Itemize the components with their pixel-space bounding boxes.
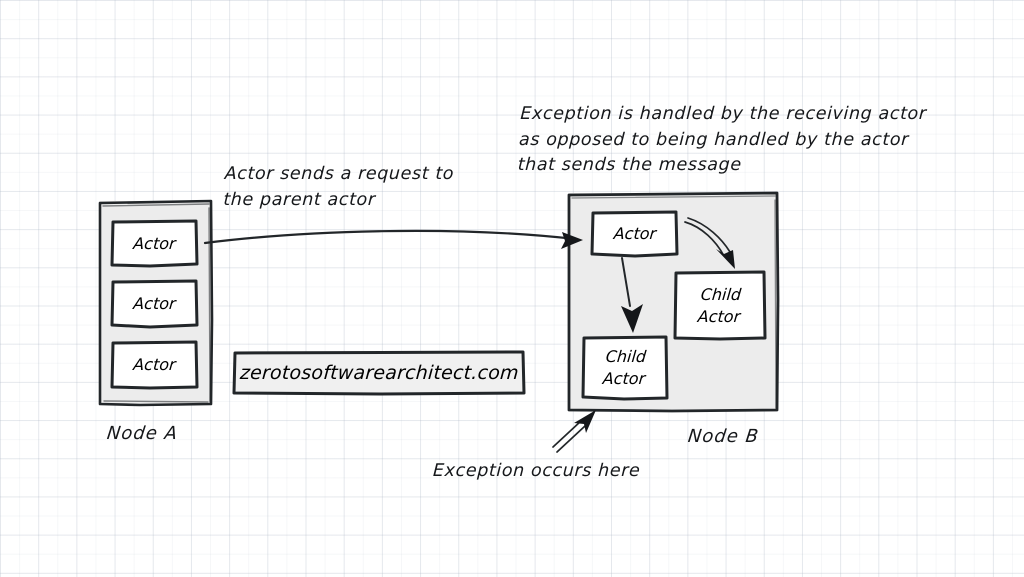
request-arrow — [203, 229, 577, 245]
node-a-actor-3-outline — [110, 340, 199, 390]
parent-to-left-child-arrow — [621, 257, 631, 307]
node-b-parent-actor-outline — [590, 210, 679, 258]
exception-note: Exception is handled by the receiving ac… — [517, 102, 927, 179]
parent-to-right-child-arrow — [684, 217, 731, 257]
parent-to-left-child-arrow-head — [621, 304, 643, 333]
node-b-child-actor-right-outline — [673, 270, 767, 341]
node-a-actor-1-outline — [110, 219, 199, 268]
watermark-box: zerotosoftwarearchitect.com — [234, 352, 524, 394]
exception-note-line-2: as opposed to being handled by the actor — [518, 129, 910, 150]
exception-note-line-1: Exception is handled by the receiving ac… — [519, 104, 928, 124]
node-b-label: Node B — [686, 426, 761, 447]
request-arrow-head — [561, 232, 583, 249]
exception-point-label: Exception occurs here — [432, 461, 641, 481]
node-a-container-outline-shadow — [102, 203, 211, 403]
request-note-line-1: Actor sends a request to — [224, 164, 455, 184]
exception-arrow — [552, 420, 586, 453]
node-b-container-outline-shadow — [571, 195, 777, 409]
node-a-actor-2: Actor — [112, 281, 197, 326]
parent-to-right-child-arrow-head — [716, 249, 735, 269]
watermark-box-outline — [232, 350, 526, 396]
node-a-label: Node A — [105, 423, 180, 444]
request-note-line-2: the parent actor — [222, 189, 377, 210]
node-a-actor-3: Actor — [112, 342, 197, 388]
node-a-actor-2-outline — [110, 279, 199, 329]
exception-note-line-3: that sends the message — [517, 155, 743, 175]
node-b-child-actor-left-outline — [581, 335, 669, 401]
request-note: Actor sends a request to the parent actor — [223, 162, 455, 213]
node-b-parent-actor: Actor — [592, 212, 678, 256]
exception-arrow-head — [574, 410, 596, 433]
node-a-container-outline — [98, 199, 214, 407]
node-b-container-outline — [567, 191, 780, 413]
node-a-actor-1: Actor — [112, 221, 197, 266]
